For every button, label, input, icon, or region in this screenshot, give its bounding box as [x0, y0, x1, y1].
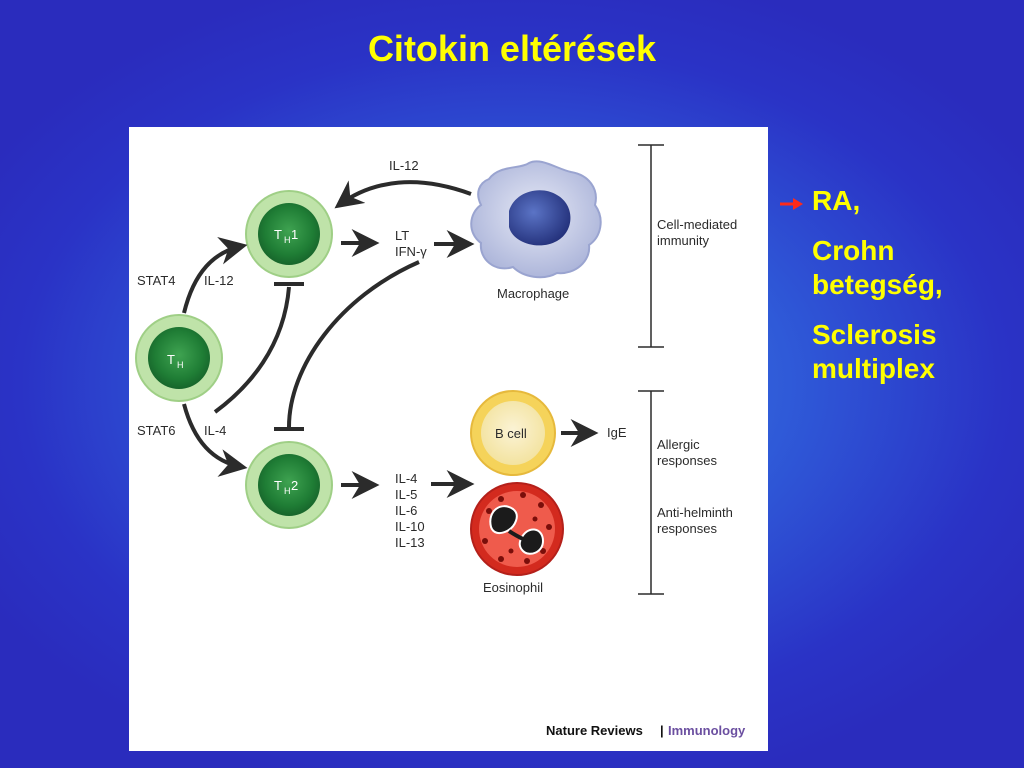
- allergic-label-1: Allergic: [657, 437, 700, 452]
- allergic-helminth-bracket: [638, 390, 664, 595]
- th1-cell: [245, 190, 333, 278]
- eosinophil-label: Eosinophil: [483, 580, 543, 595]
- allergic-label-2: responses: [657, 453, 717, 468]
- credit-section: Immunology: [668, 723, 746, 738]
- il12-macrophage-to-th1-arrow: [334, 180, 472, 209]
- th2-suffix: 2: [291, 478, 298, 493]
- th2-cytokine-item: IL-5: [395, 487, 417, 502]
- lt-label: LT: [395, 228, 409, 243]
- th-to-th1-arrow: [182, 237, 248, 314]
- cytokine-diagram-figure: T H T H 1 T H 2 STAT4 IL-12 STAT6 IL-4: [129, 127, 768, 751]
- th2-cytokine-item: IL-4: [395, 471, 417, 486]
- th1-label: T: [274, 227, 282, 242]
- ifn-label: IFN-γ: [395, 244, 427, 259]
- th-label: T: [167, 352, 175, 367]
- red-arrow-bullet-icon: [780, 198, 803, 210]
- b-cell-label: B cell: [495, 426, 527, 441]
- cell-mediated-bracket: [638, 144, 664, 348]
- ifn-inhibits-th2-line: [287, 260, 420, 428]
- th-subscript: H: [177, 360, 184, 370]
- cytokine-diagram-svg: T H T H 1 T H 2 STAT4 IL-12 STAT6 IL-4: [135, 144, 746, 738]
- th2-cytokine-item: IL-6: [395, 503, 417, 518]
- credit-separator: |: [660, 723, 664, 738]
- th2-subscript: H: [284, 486, 291, 496]
- cell-mediated-label-2: immunity: [657, 233, 710, 248]
- helminth-label-1: Anti-helminth: [657, 505, 733, 520]
- disease-list: RA, Crohn betegség, Sclerosis multiplex: [812, 184, 1022, 402]
- th2-label: T: [274, 478, 282, 493]
- macrophage-label: Macrophage: [497, 286, 569, 301]
- th1-suffix: 1: [291, 227, 298, 242]
- il4-left-label: IL-4: [204, 423, 226, 438]
- disease-item-ms: Sclerosis multiplex: [812, 319, 937, 384]
- disease-item-crohn: Crohn betegség,: [812, 235, 943, 300]
- th2-cytokine-item: IL-10: [395, 519, 425, 534]
- stat6-label: STAT6: [137, 423, 176, 438]
- credit-journal: Nature Reviews: [546, 723, 643, 738]
- th-to-th2-arrow: [182, 403, 248, 477]
- th-cell: [135, 314, 223, 402]
- th2-cell: [245, 441, 333, 529]
- il12-top-label: IL-12: [389, 158, 419, 173]
- b-cell: [470, 390, 556, 476]
- il12-left-label: IL-12: [204, 273, 234, 288]
- eosinophil-cell: [470, 482, 564, 576]
- helminth-label-2: responses: [657, 521, 717, 536]
- stat4-label: STAT4: [137, 273, 176, 288]
- il4-inhibits-th1-line: [213, 286, 291, 414]
- macrophage-cell: [470, 160, 602, 279]
- slide-title: Citokin eltérések: [367, 28, 657, 69]
- disease-item-ra: RA,: [812, 185, 861, 216]
- th2-cytokine-item: IL-13: [395, 535, 425, 550]
- cell-mediated-label-1: Cell-mediated: [657, 217, 737, 232]
- ige-label: IgE: [607, 425, 627, 440]
- th1-subscript: H: [284, 235, 291, 245]
